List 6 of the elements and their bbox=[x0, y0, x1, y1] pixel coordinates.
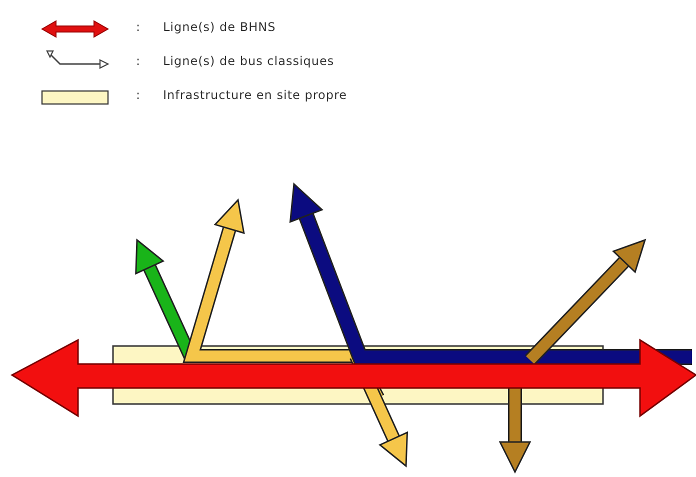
legend-text: Infrastructure en site propre bbox=[163, 88, 348, 102]
separator-colon: : bbox=[136, 20, 141, 34]
separator-colon: : bbox=[136, 88, 141, 102]
separator-colon: : bbox=[136, 54, 141, 68]
legend-text: Ligne(s) de BHNS bbox=[163, 20, 276, 34]
legend-text: Ligne(s) de bus classiques bbox=[163, 54, 334, 68]
